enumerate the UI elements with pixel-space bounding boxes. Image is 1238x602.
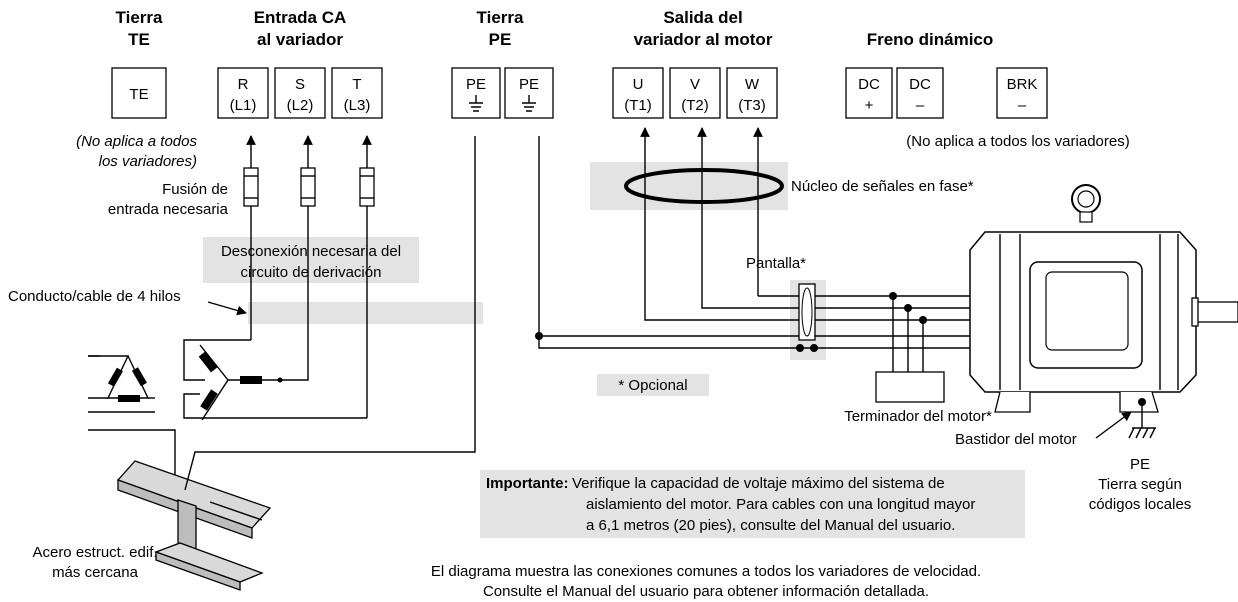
svg-text:V: V — [690, 76, 700, 93]
svg-text:Desconexión necesaria del: Desconexión necesaria del — [221, 243, 401, 260]
fuse-icon — [359, 167, 375, 207]
svg-text:(L2): (L2) — [287, 97, 314, 114]
svg-text:Verifique la capacidad de volt: Verifique la capacidad de voltaje máximo… — [572, 475, 945, 492]
terminal-pe-2: PE — [504, 67, 554, 119]
note-steel: Acero estruct. edif. más cercana — [32, 544, 157, 581]
svg-text:DC: DC — [909, 76, 931, 93]
svg-text:PE: PE — [1130, 456, 1150, 473]
ground-symbol-icon — [469, 95, 483, 112]
svg-text:Salida del: Salida del — [663, 8, 742, 27]
svg-text:(T1): (T1) — [624, 97, 652, 114]
svg-text:(No aplica a todos: (No aplica a todos — [76, 133, 197, 150]
svg-text:los variadores): los variadores) — [99, 153, 197, 170]
important-note: Importante: Verifique la capacidad de vo… — [486, 475, 975, 534]
svg-text:–: – — [1018, 97, 1027, 114]
motor-frame-ground — [1095, 398, 1156, 439]
note-optional: * Opcional — [618, 377, 687, 394]
svg-text:códigos locales: códigos locales — [1089, 496, 1192, 513]
svg-text:PE: PE — [489, 30, 512, 49]
terminal-r: R (L1) — [217, 67, 269, 119]
svg-text:Tierra según: Tierra según — [1098, 476, 1182, 493]
note-terminator: Terminador del motor* — [844, 408, 992, 425]
important-shade — [480, 470, 1025, 538]
fuse-icon — [243, 167, 259, 207]
note-core: Núcleo de señales en fase* — [791, 178, 974, 195]
header-entrada-ca: Entrada CA al variador — [254, 8, 347, 49]
svg-text:Entrada CA: Entrada CA — [254, 8, 347, 27]
terminal-v: V (T2) — [669, 67, 721, 119]
svg-text:(L1): (L1) — [230, 97, 257, 114]
terminal-dc-plus: DC + — [845, 67, 893, 119]
header-salida: Salida del variador al motor — [634, 8, 773, 49]
output-wiring — [624, 127, 1050, 403]
svg-text:Tierra: Tierra — [116, 8, 163, 27]
terminal-s: S (L2) — [274, 67, 326, 119]
note-shield: Pantalla* — [746, 255, 806, 272]
earth-ground-icon — [1128, 427, 1156, 439]
terminal-t: T (L3) — [331, 67, 383, 119]
terminal-w: W (T3) — [726, 67, 778, 119]
svg-text:circuito de derivación: circuito de derivación — [241, 264, 382, 281]
header-tierra-te: Tierra TE — [116, 8, 163, 49]
svg-text:a 6,1 metros (20 pies), consul: a 6,1 metros (20 pies), consulte del Man… — [586, 517, 955, 534]
svg-text:Acero estruct. edif.: Acero estruct. edif. — [32, 544, 157, 561]
footer-note: El diagrama muestra las conexiones comun… — [431, 563, 981, 600]
svg-text:TE: TE — [129, 86, 148, 103]
svg-text:(T2): (T2) — [681, 97, 709, 114]
svg-text:Consulte el Manual del usuario: Consulte el Manual del usuario para obte… — [483, 583, 929, 600]
svg-text:variador al motor: variador al motor — [634, 30, 773, 49]
steel-beam — [116, 460, 272, 591]
svg-text:Importante:: Importante: — [486, 475, 569, 492]
svg-text:T: T — [352, 76, 361, 93]
svg-text:–: – — [916, 97, 925, 114]
conduit-shade — [248, 302, 483, 324]
note-brake-not-applicable: (No aplica a todos los variadores) — [906, 133, 1129, 150]
terminal-u: U (T1) — [612, 67, 664, 119]
svg-text:TE: TE — [128, 30, 150, 49]
svg-text:U: U — [633, 76, 644, 93]
svg-text:DC: DC — [858, 76, 880, 93]
svg-text:PE: PE — [519, 76, 539, 93]
header-freno: Freno dinámico — [867, 30, 994, 49]
svg-text:aislamiento del motor. Para ca: aislamiento del motor. Para cables con u… — [586, 496, 975, 513]
terminal-dc-minus: DC – — [896, 67, 944, 119]
phase-core-icon — [624, 168, 784, 204]
svg-text:más cercana: más cercana — [52, 564, 139, 581]
svg-text:entrada necesaria: entrada necesaria — [108, 201, 229, 218]
disconnect-shade — [203, 237, 419, 283]
svg-text:al variador: al variador — [257, 30, 343, 49]
svg-text:(T3): (T3) — [738, 97, 766, 114]
fuse-icon — [300, 167, 316, 207]
svg-text:BRK: BRK — [1007, 76, 1038, 93]
svg-text:El diagrama muestra las conexi: El diagrama muestra las conexiones comun… — [431, 563, 981, 580]
pe-ground-wire — [184, 136, 476, 491]
svg-text:(L3): (L3) — [344, 97, 371, 114]
svg-text:R: R — [238, 76, 249, 93]
note-te-not-applicable: (No aplica a todos los variadores) — [76, 133, 197, 170]
shield-icon — [798, 283, 816, 341]
motor — [969, 184, 1238, 413]
svg-text:W: W — [745, 76, 760, 93]
svg-text:S: S — [295, 76, 305, 93]
motor-terminator-box — [875, 371, 945, 403]
svg-text:PE: PE — [466, 76, 486, 93]
svg-text:Tierra: Tierra — [477, 8, 524, 27]
note-frame: Bastidor del motor — [955, 431, 1077, 448]
input-wiring — [88, 135, 375, 485]
note-disconnect: Desconexión necesaria del circuito de de… — [221, 243, 401, 281]
svg-text:Fusión de: Fusión de — [162, 181, 228, 198]
note-fuse: Fusión de entrada necesaria — [108, 181, 229, 218]
svg-text:+: + — [865, 97, 874, 114]
ground-symbol-icon — [522, 95, 536, 112]
note-conduit: Conducto/cable de 4 hilos — [8, 288, 181, 305]
terminal-brk: BRK – — [996, 67, 1048, 119]
terminal-pe-1: PE — [451, 67, 501, 119]
optional-shade — [597, 374, 709, 396]
note-pe-ground: PE Tierra según códigos locales — [1089, 456, 1192, 513]
terminal-te: TE — [111, 67, 167, 119]
header-tierra-pe: Tierra PE — [477, 8, 524, 49]
